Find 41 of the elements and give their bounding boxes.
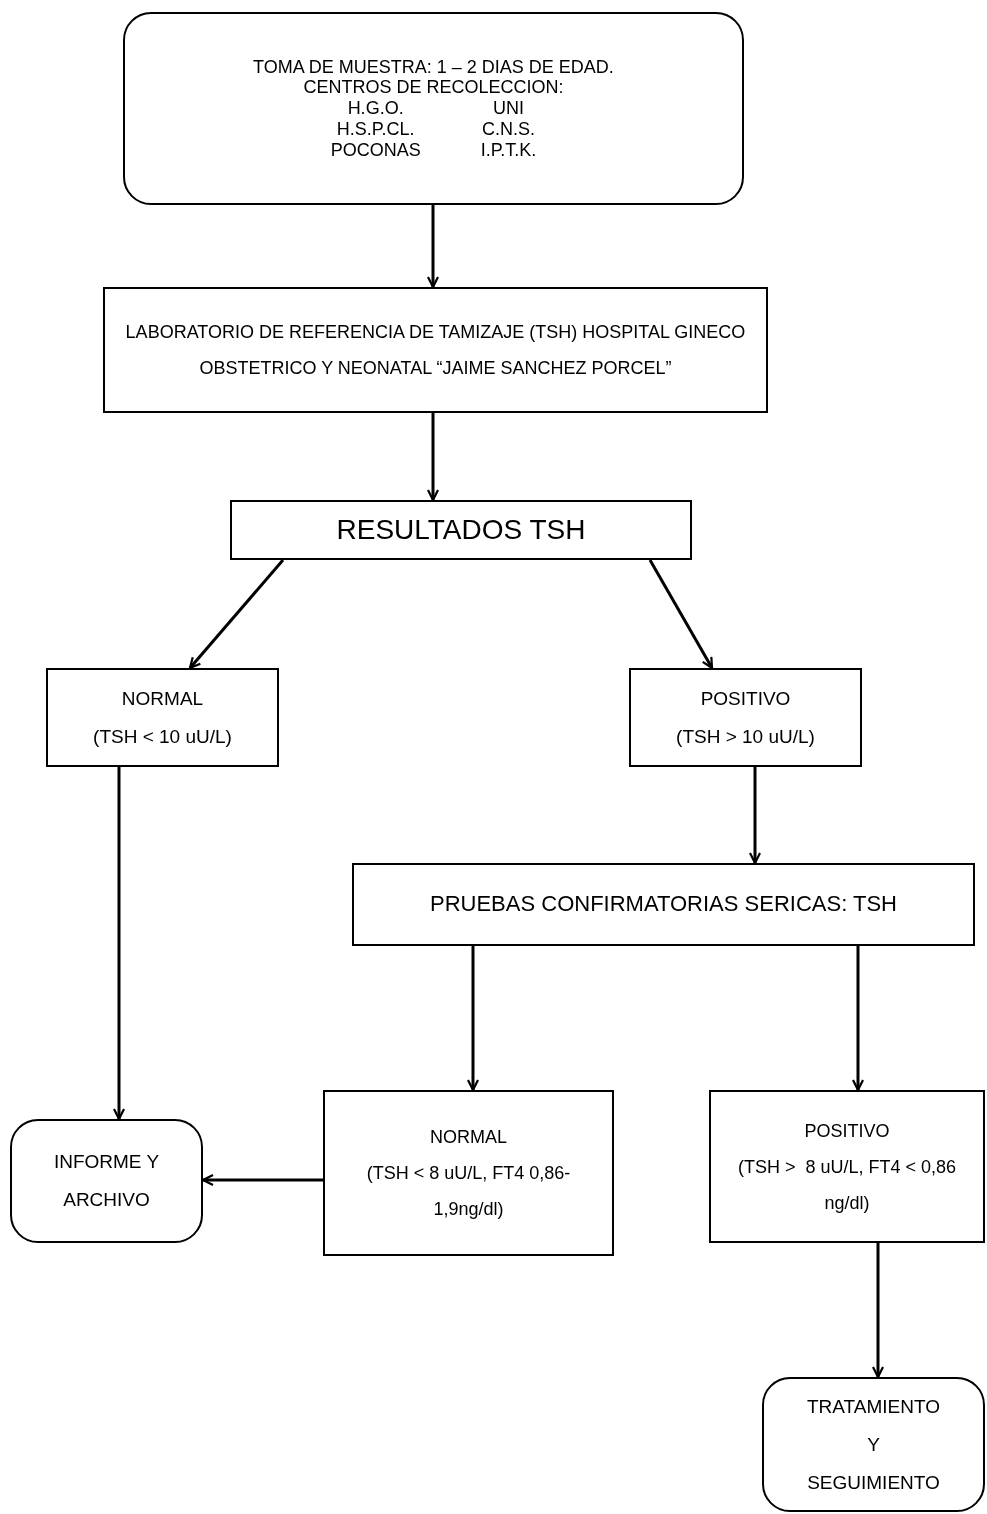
node-text: LABORATORIO DE REFERENCIA DE TAMIZAJE (TSH) HOSPITAL GINECO OBSTETRICO Y NEONATAL “JAIME SANCHEZ PORCEL” <box>125 321 746 380</box>
node-text: H.S.P.CL. <box>336 118 415 140</box>
node-text: (TSH > 10 uU/L) <box>676 724 815 749</box>
node-text: UNI <box>493 98 524 119</box>
node-text: RESULTADOS TSH <box>336 513 586 547</box>
node-text: (TSH < 8 uU/L, FT4 0,86-1,9ng/dl) <box>365 1162 572 1221</box>
node-text: TRATAMIENTO Y SEGUIMIENTO <box>806 1394 941 1495</box>
node-text: (TSH < 10 uU/L) <box>93 724 232 749</box>
node-text: NORMAL <box>430 1126 507 1149</box>
arrow <box>748 767 762 865</box>
process-box <box>103 287 768 413</box>
terminal-box <box>10 1119 203 1243</box>
node-text: INFORME Y ARCHIVO <box>52 1150 161 1212</box>
node-text: NORMAL <box>121 686 204 711</box>
node-text: (TSH > 8 uU/L, FT4 < 0,86 ng/dl) <box>736 1155 958 1215</box>
node-text: TOMA DE MUESTRA: 1 – 2 DIAS DE EDAD. <box>253 56 614 78</box>
arrow <box>426 413 440 502</box>
arrow <box>426 205 440 289</box>
node-text: C.N.S. <box>482 118 535 140</box>
arrow <box>201 1173 323 1187</box>
arrow <box>112 767 126 1121</box>
process-box <box>352 863 975 946</box>
node-text: I.P.T.K. <box>480 139 537 161</box>
process-box <box>46 668 279 767</box>
arrow <box>188 559 285 670</box>
node-text: CENTROS DE RECOLECCION: <box>303 77 564 99</box>
node-text: PRUEBAS CONFIRMATORIAS SERICAS: TSH <box>430 891 897 918</box>
terminal-box <box>762 1377 985 1512</box>
arrow <box>871 1243 885 1379</box>
arrow <box>466 946 480 1092</box>
process-box <box>323 1090 614 1256</box>
process-box <box>629 668 862 767</box>
process-box <box>230 500 692 560</box>
node-text: POSITIVO <box>700 686 791 711</box>
process-box <box>709 1090 985 1243</box>
arrow <box>648 559 714 670</box>
node-text: H.G.O. <box>347 98 404 119</box>
arrow <box>851 946 865 1092</box>
node-text: POCONAS <box>330 139 421 161</box>
terminal-box <box>123 12 744 205</box>
node-text: POSITIVO <box>804 1119 890 1143</box>
